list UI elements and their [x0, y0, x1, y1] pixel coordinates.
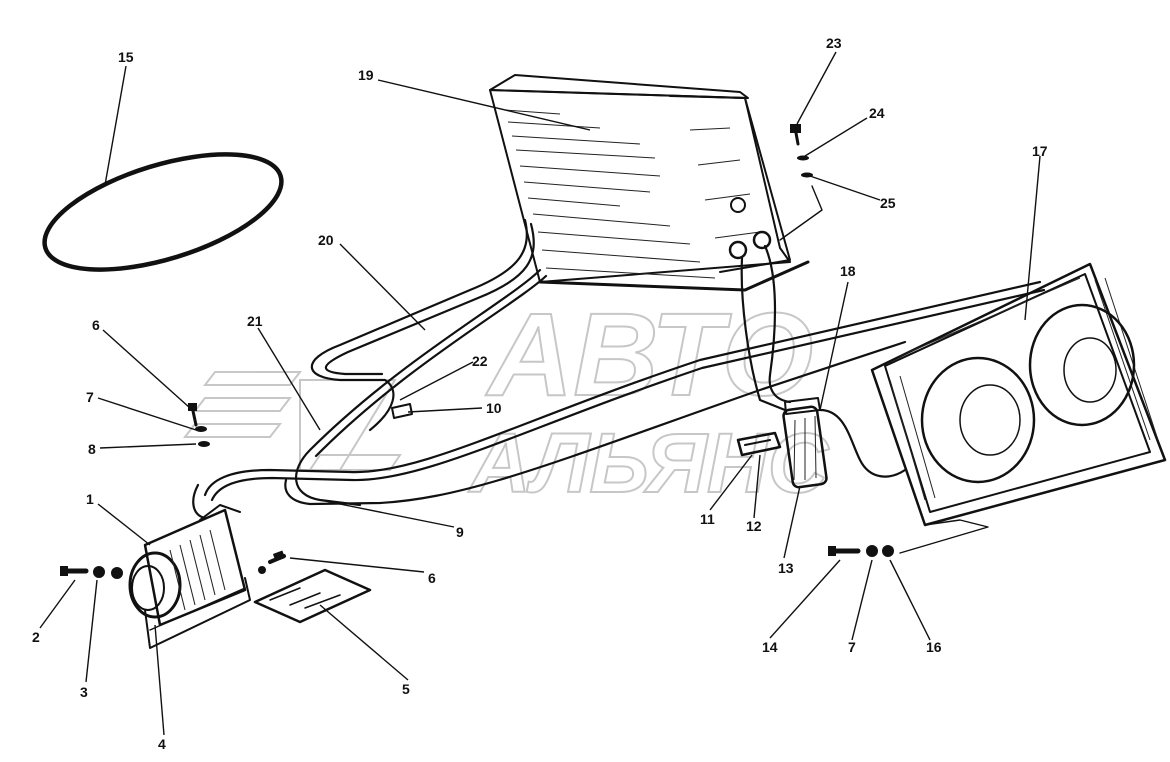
part-7-washer-right: [866, 545, 878, 557]
callout-10: 10: [486, 400, 502, 416]
part-19-evaporator-unit: [489, 74, 810, 292]
part-8-washer: [198, 441, 210, 447]
part-11-12-clamp: [736, 431, 782, 457]
callout-18: 18: [840, 263, 856, 279]
watermark-logo-stripes: [182, 371, 402, 471]
part-17-condenser: [870, 262, 1167, 554]
part-14-bolt: [828, 546, 861, 556]
part-4-bracket: [144, 577, 251, 649]
callout-14: 14: [762, 639, 778, 655]
refrigerant-hoses: [192, 218, 1046, 520]
part-3-nut: [111, 567, 123, 579]
callout-5: 5: [402, 681, 410, 697]
part-15-belt: [42, 152, 284, 272]
callout-6-right: 6: [428, 570, 436, 586]
callout-9: 9: [456, 524, 464, 540]
callout-labels: 15 19 23 24 25 17 20 18 21 6 22 7 10 8 1…: [32, 35, 1048, 752]
callout-13: 13: [778, 560, 794, 576]
callout-22: 22: [472, 353, 488, 369]
callout-6-top: 6: [92, 317, 100, 333]
part-23-bolt: [790, 124, 801, 146]
callout-7-right: 7: [848, 639, 856, 655]
part-2-bolt: [60, 566, 89, 576]
part-6-bolt-left: [188, 403, 198, 427]
callout-16: 16: [926, 639, 942, 655]
callout-2: 2: [32, 629, 40, 645]
callout-1: 1: [86, 491, 94, 507]
part-5-plate: [253, 568, 372, 624]
callout-4: 4: [158, 736, 166, 752]
part-24-washer: [797, 155, 809, 161]
leader-lines: [39, 51, 1041, 736]
callout-11: 11: [700, 511, 715, 527]
watermark: АВТО АЛЬЯНС: [182, 288, 831, 511]
callout-24: 24: [869, 105, 885, 121]
part-6-bolt-right: [258, 550, 286, 574]
callout-8: 8: [88, 441, 96, 457]
callout-23: 23: [826, 35, 842, 51]
part-3-washer: [93, 566, 105, 578]
part-7-washer-left: [195, 426, 207, 432]
callout-25: 25: [880, 195, 896, 211]
part-1-compressor: [128, 504, 247, 627]
callout-15: 15: [118, 49, 134, 65]
callout-20: 20: [318, 232, 334, 248]
callout-21: 21: [247, 313, 263, 329]
callout-12: 12: [746, 518, 762, 534]
callout-7-left: 7: [86, 389, 94, 405]
callout-3: 3: [80, 684, 88, 700]
callout-17: 17: [1032, 143, 1048, 159]
callout-19: 19: [358, 67, 374, 83]
part-16-nut: [882, 545, 894, 557]
